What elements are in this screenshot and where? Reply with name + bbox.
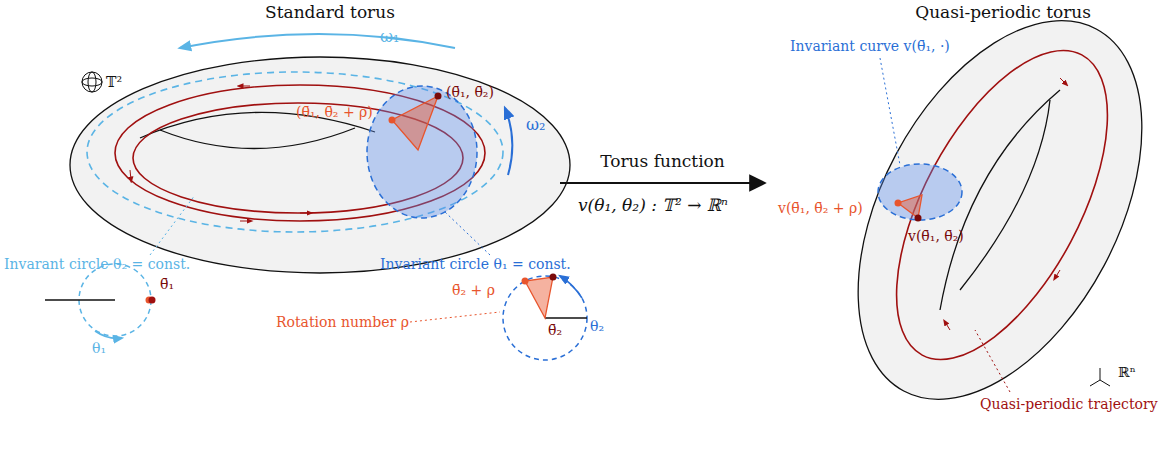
- figure-panel: Quasi-periodic torus: [765, 2, 1161, 442]
- angle-label: θ̄₂: [548, 322, 562, 338]
- arrow-label: Torus function: [600, 151, 725, 171]
- space-label: ℝⁿ: [1118, 364, 1136, 380]
- point-label: v(θ̄₁, θ̄₂): [908, 228, 964, 244]
- rotation-arrow-label: ω₁: [380, 28, 399, 46]
- panel-heading: Standard torus: [265, 2, 395, 22]
- leader-label: Rotation number ρ: [276, 314, 409, 330]
- leader-label: Quasi-periodic trajectory: [980, 396, 1158, 412]
- point-label: (θ̄₁, θ̄₂): [446, 84, 494, 100]
- leader-label: Invariant curve v(θ̄₁, ·): [790, 38, 950, 54]
- angle-label: θ̄₁: [160, 276, 174, 292]
- angle-label: θ₁: [92, 340, 106, 356]
- figure-panel: Standard torus: [80, 2, 560, 442]
- formula-label: v(θ₁, θ₂) : 𝕋² → ℝⁿ: [578, 196, 728, 216]
- point-label: v(θ̄₁, θ̄₂ + ρ): [778, 200, 863, 216]
- angle-label: θ₂: [590, 318, 604, 334]
- angle-label: θ̄₂ + ρ: [452, 282, 495, 298]
- torus-symbol-label: 𝕋²: [106, 74, 122, 90]
- panel-heading: Quasi-periodic torus: [915, 2, 1091, 22]
- rotation-arrow-label: ω₂: [526, 116, 545, 134]
- leader-label: Invariant circle θ₁ = const.: [380, 256, 571, 272]
- mapping-arrow: [560, 182, 765, 184]
- leader-label: Invarant circle θ₂ = const.: [4, 256, 190, 272]
- point-label: (θ̄₁, θ̄₂ + ρ): [296, 104, 373, 120]
